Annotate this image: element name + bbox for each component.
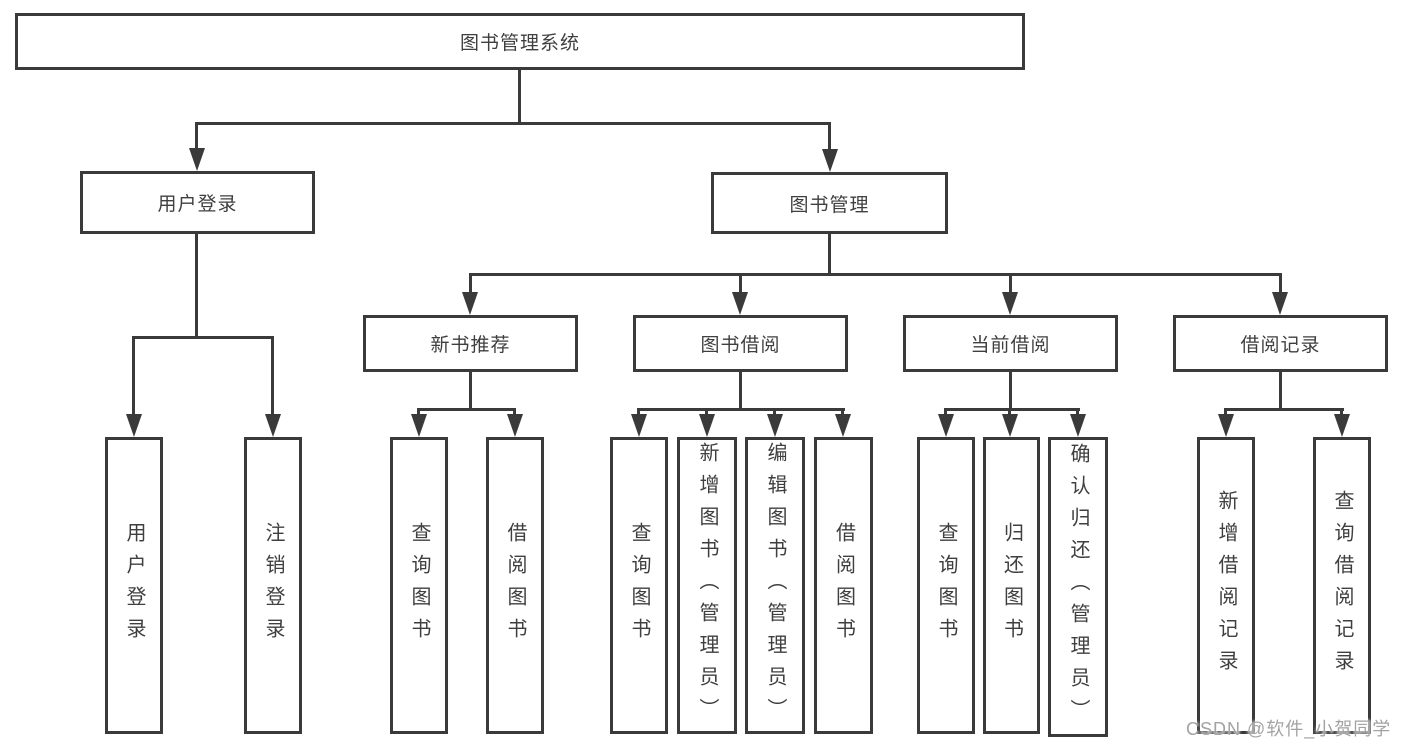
node-library-management-system: 图书管理系统	[15, 13, 1025, 70]
leaf-label: 查询图书	[935, 521, 957, 650]
connector-line	[1340, 408, 1343, 416]
leaf-label: 新增借阅记录	[1215, 489, 1237, 682]
connector-line	[773, 408, 776, 416]
leaf-br-query-borrow-record: 查询借阅记录	[1313, 437, 1371, 734]
arrow-down-icon	[1218, 414, 1234, 437]
arrow-down-icon	[631, 414, 647, 437]
leaf-label: 用户登录	[123, 521, 145, 650]
arrow-down-icon	[411, 414, 427, 437]
connector-line	[271, 336, 274, 416]
leaf-label: 编辑图书（管理员）	[764, 441, 786, 730]
arrow-down-icon	[507, 414, 523, 437]
connector-line	[513, 408, 516, 416]
node-new-book-recommendation: 新书推荐	[363, 315, 578, 372]
arrow-down-icon	[1070, 414, 1086, 437]
arrow-down-icon	[1334, 414, 1350, 437]
connector-line	[944, 408, 1080, 411]
leaf-br-add-borrow-record: 新增借阅记录	[1197, 437, 1255, 734]
connector-line	[195, 234, 198, 336]
leaf-label: 查询借阅记录	[1331, 489, 1353, 682]
connector-line	[1279, 372, 1282, 408]
leaf-nbr-query-books: 查询图书	[390, 437, 448, 734]
connector-line	[132, 336, 135, 416]
arrow-down-icon	[126, 414, 142, 437]
arrow-down-icon	[822, 149, 838, 172]
connector-line	[1224, 408, 1344, 411]
arrow-down-icon	[265, 414, 281, 437]
arrow-down-icon	[1272, 292, 1288, 315]
leaf-label: 归还图书	[1000, 521, 1023, 650]
connector-line	[469, 372, 472, 408]
connector-line	[417, 408, 420, 416]
arrow-down-icon	[938, 414, 954, 437]
leaf-cb-confirm-return-admin: 确认归还（管理员）	[1048, 437, 1108, 737]
connector-line	[1009, 372, 1012, 408]
leaf-bb-edit-book-admin: 编辑图书（管理员）	[745, 437, 805, 734]
leaf-nbr-borrow-books: 借阅图书	[486, 437, 544, 734]
leaf-bb-add-book-admin: 新增图书（管理员）	[677, 437, 737, 734]
leaf-label: 查询图书	[408, 521, 430, 650]
arrow-down-icon	[732, 292, 748, 315]
arrow-down-icon	[835, 414, 851, 437]
arrow-down-icon	[699, 414, 715, 437]
arrow-down-icon	[767, 414, 783, 437]
node-user-login: 用户登录	[80, 171, 315, 234]
connector-line	[1279, 273, 1282, 294]
leaf-bb-query-books: 查询图书	[610, 437, 668, 734]
node-current-borrowing: 当前借阅	[903, 315, 1118, 372]
leaf-cb-query-books: 查询图书	[917, 437, 975, 734]
arrow-down-icon	[1002, 414, 1018, 437]
connector-line	[739, 273, 742, 294]
connector-line	[1076, 408, 1079, 416]
connector-line	[1009, 273, 1012, 294]
leaf-label: 确认归还（管理员）	[1067, 443, 1089, 731]
connector-line	[705, 408, 708, 416]
leaf-label: 新增图书（管理员）	[696, 441, 718, 730]
node-borrowing-records: 借阅记录	[1173, 315, 1388, 372]
connector-line	[132, 336, 274, 339]
connector-line	[944, 408, 947, 416]
leaf-label: 借阅图书	[832, 521, 855, 650]
connector-line	[195, 122, 198, 150]
connector-line	[739, 372, 742, 408]
leaf-cb-return-books: 归还图书	[983, 437, 1040, 734]
csdn-watermark: CSDN @软件_小贺同学	[1186, 719, 1392, 739]
leaf-bb-borrow-books: 借阅图书	[814, 437, 873, 734]
connector-line	[637, 408, 845, 411]
leaf-label: 借阅图书	[504, 521, 526, 650]
connector-line	[828, 122, 831, 151]
connector-line	[195, 122, 831, 125]
connector-line	[828, 234, 831, 273]
leaf-logout-login: 注销登录	[244, 437, 302, 734]
arrow-down-icon	[1002, 292, 1018, 315]
connector-line	[417, 408, 516, 411]
connector-line	[1224, 408, 1227, 416]
node-book-borrowing: 图书借阅	[633, 315, 848, 372]
arrow-down-icon	[189, 148, 205, 171]
connector-line	[841, 408, 844, 416]
connector-line	[518, 70, 521, 122]
leaf-label: 注销登录	[262, 521, 284, 650]
connector-line	[637, 408, 640, 416]
node-book-management: 图书管理	[711, 172, 948, 234]
connector-line	[469, 273, 1282, 276]
connector-line	[469, 273, 472, 294]
connector-line	[1008, 408, 1011, 416]
leaf-label: 查询图书	[628, 521, 650, 650]
leaf-user-login: 用户登录	[105, 437, 163, 734]
arrow-down-icon	[462, 292, 478, 315]
